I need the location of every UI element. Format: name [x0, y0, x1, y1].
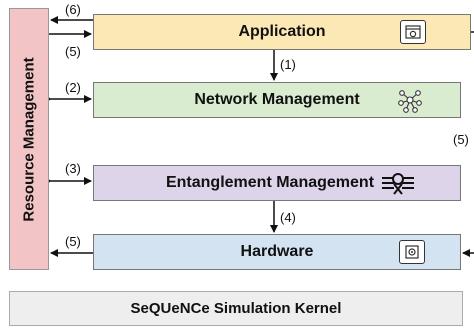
arrow-label-1: (1): [280, 57, 296, 72]
arrow-label-5-right: (5): [453, 132, 469, 147]
settings-window-icon: [400, 20, 426, 44]
arrow-label-6: (6): [65, 2, 81, 17]
entanglement-management-label: Entanglement Management: [165, 174, 375, 191]
network-management-layer: Network Management: [93, 82, 461, 118]
hardware-label: Hardware: [240, 243, 314, 260]
network-management-label: Network Management: [194, 91, 360, 108]
application-label: Application: [238, 23, 326, 40]
network-graph-icon: [397, 87, 423, 113]
chip-icon: [399, 240, 425, 264]
resource-management-label: Resource Management: [20, 56, 38, 222]
simulation-kernel-box: SeQUeNCe Simulation Kernel: [9, 291, 463, 326]
entanglement-pair-icon: [380, 170, 416, 196]
arrow-label-5-top: (5): [65, 44, 81, 59]
arrow-label-5-bottom: (5): [65, 234, 81, 249]
entanglement-management-layer: Entanglement Management: [93, 165, 461, 201]
arrow-label-2: (2): [65, 80, 81, 95]
simulation-kernel-label: SeQUeNCe Simulation Kernel: [130, 300, 342, 317]
resource-management-box: Resource Management: [9, 8, 49, 270]
arrow-label-3: (3): [65, 161, 81, 176]
arrow-label-4: (4): [280, 210, 296, 225]
